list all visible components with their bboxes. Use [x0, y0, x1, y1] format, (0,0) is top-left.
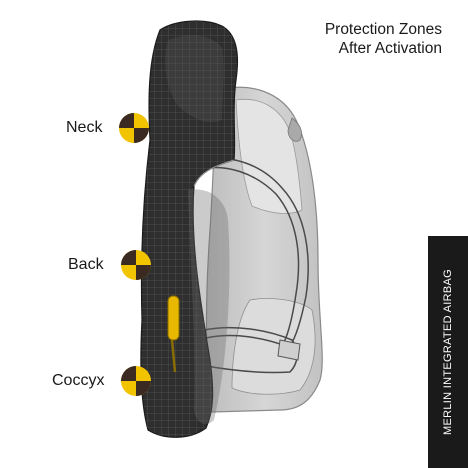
- title-line-1: Protection Zones: [324, 21, 442, 38]
- crash-test-target-icon: [121, 366, 151, 396]
- inflated-airbag: [140, 20, 239, 438]
- product-name-tab: MERLIN INTEGRATED AIRBAG: [428, 236, 468, 468]
- diagram-title: Protection Zones After Activation: [325, 20, 442, 58]
- zone-label-coccyx: Coccyx: [52, 372, 105, 389]
- strap-buckle: [277, 339, 301, 361]
- crash-test-target-icon: [119, 113, 149, 143]
- zone-label-back: Back: [68, 256, 104, 273]
- zone-label-neck: Neck: [66, 119, 103, 136]
- crash-test-target-icon: [121, 250, 151, 280]
- backpack-body: [205, 86, 323, 413]
- inflator-cartridge-icon: [167, 295, 180, 373]
- product-name-label: MERLIN INTEGRATED AIRBAG: [442, 269, 454, 435]
- title-line-2: After Activation: [338, 40, 442, 57]
